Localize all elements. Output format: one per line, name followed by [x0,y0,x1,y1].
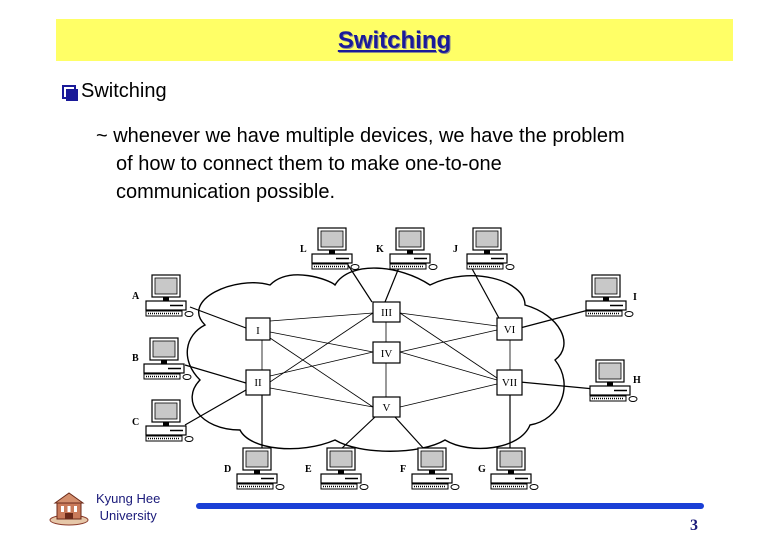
station-label-I: I [633,292,637,303]
station-label-A: A [132,291,140,302]
page-title: Switching [337,27,452,54]
computer-D-icon [236,447,285,491]
computer-C-icon [145,399,194,443]
page-number: 3 [690,517,698,534]
body-line-3: communication possible. [116,181,335,203]
switch-label-III: III [381,307,392,319]
computer-G-icon [490,447,539,491]
station-label-L: L [300,244,307,255]
switch-label-II: II [254,377,262,389]
switch-III: III [372,301,401,323]
title-bar: Switching [56,19,733,61]
station-label-F: F [400,464,406,475]
body-text: ~ whenever we have multiple devices, we … [96,122,736,206]
switch-VI: VI [496,317,523,341]
checkbox-bullet-icon [62,84,78,101]
station-label-H: H [633,375,641,386]
bullet-row: Switching [62,80,167,103]
station-label-G: G [478,464,486,475]
station-label-C: C [132,417,139,428]
computer-F-icon [411,447,460,491]
computer-K-icon [389,227,438,271]
university-name-line-1: Kyung Hee [96,491,161,506]
computer-E-icon [320,447,369,491]
computer-A-icon [145,274,194,318]
computer-J-icon [466,227,515,271]
switch-II: II [245,369,271,396]
station-label-D: D [224,464,231,475]
bullet-label: Switching [81,80,167,102]
body-line-2: of how to connect them to make one-to-on… [116,153,502,175]
university-name-line-2: University [99,508,157,523]
university-name: Kyung Hee University [96,490,160,524]
switch-label-VI: VI [504,324,516,336]
switch-label-IV: IV [381,348,393,360]
computer-H-icon [589,359,638,403]
university-logo-icon [49,492,89,526]
footer-divider [196,503,704,509]
switch-VII: VII [496,369,523,396]
switch-V: V [372,396,401,418]
station-label-E: E [305,464,312,475]
switch-label-V: V [383,402,391,414]
computer-B-icon [143,337,192,381]
station-label-K: K [376,244,384,255]
switch-label-VII: VII [502,377,518,389]
computer-I-icon [585,274,634,318]
switch-IV: IV [372,341,401,364]
switch-label-I: I [256,325,260,337]
station-label-B: B [132,353,139,364]
station-label-J: J [453,244,458,255]
body-line-1: ~ whenever we have multiple devices, we … [96,125,625,147]
switch-I: I [245,317,271,341]
computer-L-icon [311,227,360,271]
